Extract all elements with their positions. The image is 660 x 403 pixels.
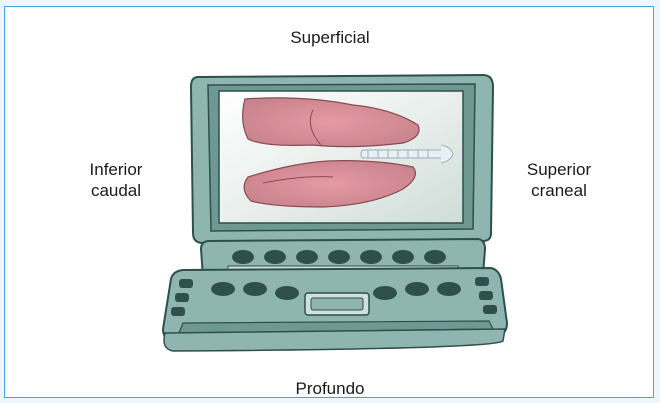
- label-superficial: Superficial: [5, 27, 655, 48]
- ultrasound-laptop-icon: [153, 65, 513, 355]
- label-superior: Superior: [514, 159, 604, 180]
- figure-frame: Superficial Profundo Inferior caudal Sup…: [4, 6, 654, 398]
- label-craneal: craneal: [514, 180, 604, 201]
- label-inferior: Inferior: [71, 159, 161, 180]
- label-superior-craneal: Superior craneal: [514, 159, 604, 201]
- label-inferior-caudal: Inferior caudal: [71, 159, 161, 201]
- label-caudal: caudal: [71, 180, 161, 201]
- label-profundo: Profundo: [5, 378, 655, 399]
